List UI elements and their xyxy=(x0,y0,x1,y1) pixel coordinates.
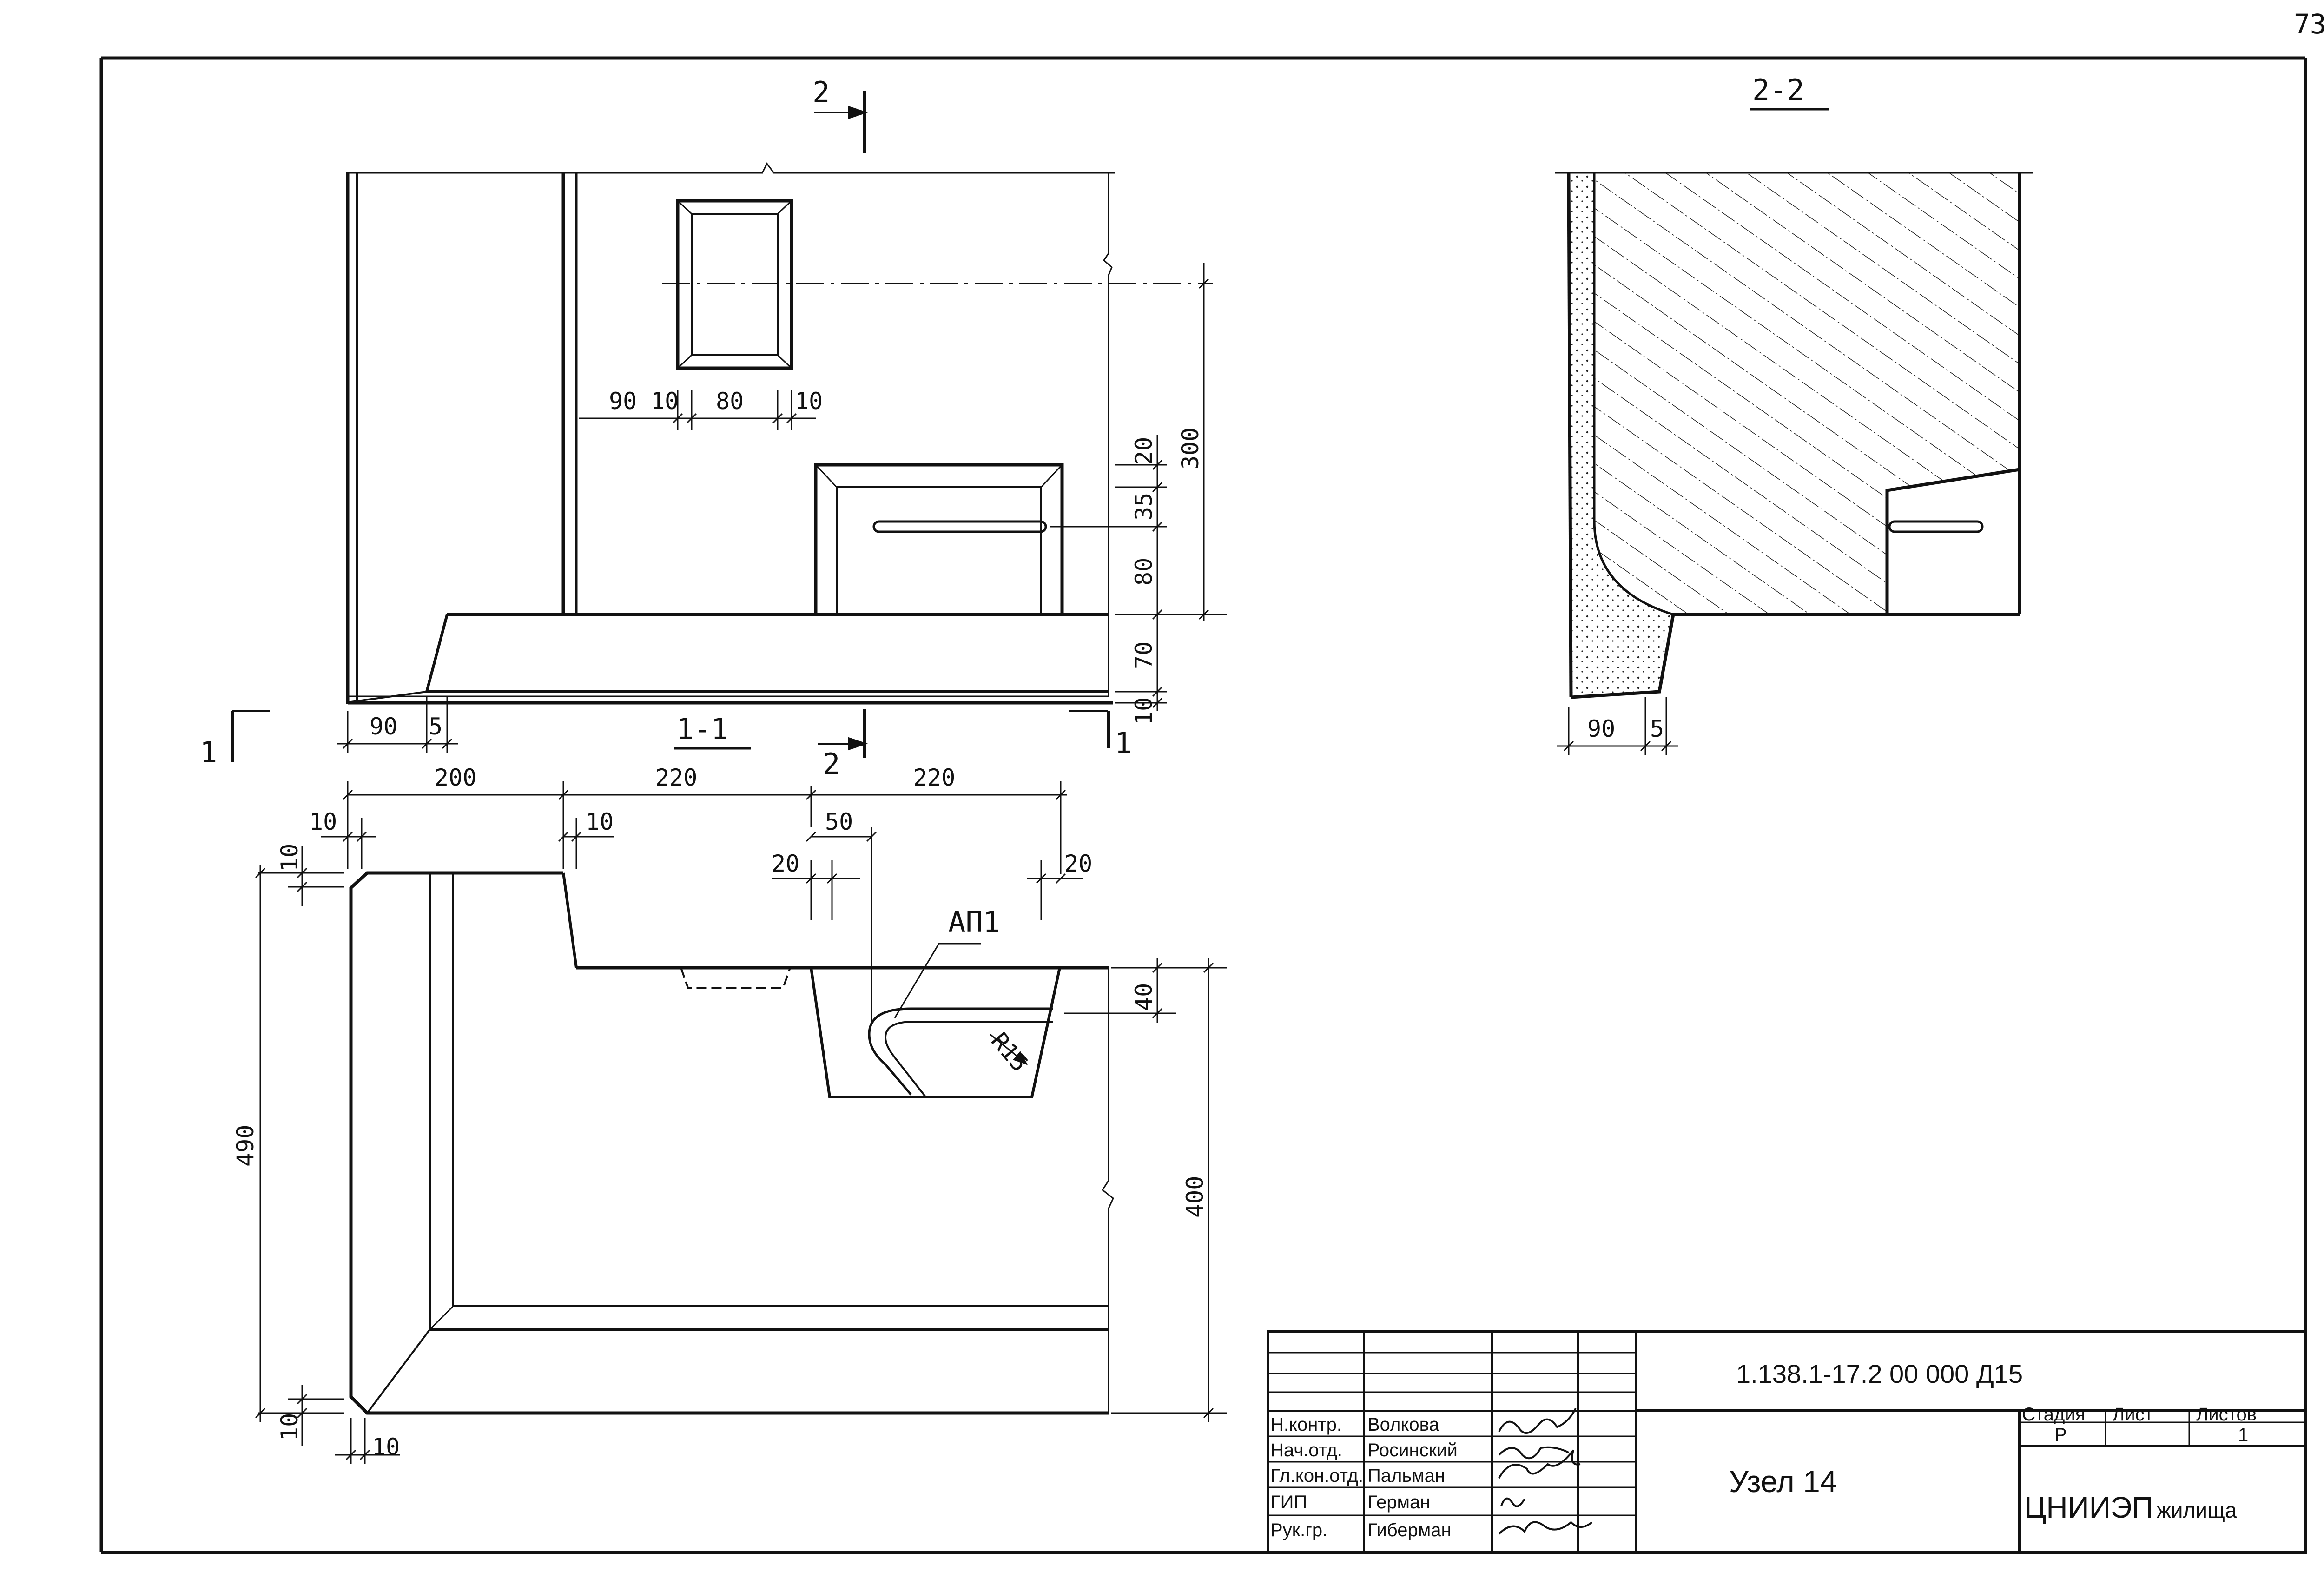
name-5: Гиберман xyxy=(1367,1520,1452,1540)
dim-200: 200 xyxy=(435,764,476,791)
dim-10: 10 xyxy=(651,388,679,415)
name-1: Волкова xyxy=(1367,1414,1439,1435)
section-mark-1-right: 1 xyxy=(1115,726,1132,760)
dim-20: 20 xyxy=(1064,850,1092,877)
section-mark-2-bottom: 2 xyxy=(823,747,840,781)
section-mark-2-top: 2 xyxy=(812,75,830,109)
dim-20: 20 xyxy=(772,850,799,877)
dim-10: 10 xyxy=(276,844,303,872)
drawing-code: 1.138.1-17.2 00 000 Д15 xyxy=(1736,1359,2023,1388)
view-elevation-dim-text: 90 10 80 10 20 35 80 70 10 300 90 5 xyxy=(370,388,1204,740)
dim-70: 70 xyxy=(1130,641,1157,669)
view-elevation-dims xyxy=(337,263,1227,753)
sheet-header: Лист xyxy=(2113,1404,2153,1425)
view-section-1-1 xyxy=(349,871,1114,1415)
dim-90: 90 xyxy=(1587,715,1615,742)
sheets-value: 1 xyxy=(2238,1425,2248,1445)
dim-220: 220 xyxy=(655,764,697,791)
name-2: Росинский xyxy=(1367,1440,1458,1460)
role-1: Н.контр. xyxy=(1270,1414,1342,1435)
role-4: ГИП xyxy=(1270,1492,1307,1513)
dim-10: 10 xyxy=(372,1433,400,1460)
dim-400: 400 xyxy=(1182,1176,1208,1218)
dim-5: 5 xyxy=(429,713,442,740)
role-2: Нач.отд. xyxy=(1270,1440,1342,1460)
dim-90: 90 xyxy=(609,388,637,415)
dim-10: 10 xyxy=(309,808,337,835)
view-elevation xyxy=(346,162,1213,705)
dim-20: 20 xyxy=(1130,437,1157,465)
org-main: ЦНИИЭП xyxy=(2024,1491,2153,1524)
section-mark-1-left: 1 xyxy=(200,735,217,769)
title-block xyxy=(1267,1330,2307,1554)
dim-220: 220 xyxy=(913,764,955,791)
section-title-2-2: 2-2 xyxy=(1752,73,1804,107)
dim-10: 10 xyxy=(1130,697,1157,725)
name-4: Герман xyxy=(1367,1492,1430,1513)
radius-label: R15 xyxy=(986,1027,1033,1077)
stage-header: Стадия xyxy=(2022,1404,2085,1425)
dim-300: 300 xyxy=(1177,428,1204,469)
view-section-2-2 xyxy=(1555,172,2034,755)
page-number: 73 xyxy=(2294,8,2324,40)
section-title-1-1: 1-1 xyxy=(676,712,728,746)
anchor-label-ap1: АП1 xyxy=(948,905,1000,939)
stage-value: Р xyxy=(2054,1425,2067,1445)
section-marks xyxy=(231,91,1110,762)
dim-90: 90 xyxy=(370,713,397,740)
name-3: Пальман xyxy=(1367,1466,1445,1486)
dim-80: 80 xyxy=(1130,558,1157,586)
dim-10: 10 xyxy=(276,1413,303,1441)
dim-5: 5 xyxy=(1650,715,1664,742)
dim-10: 10 xyxy=(795,388,823,415)
role-5: Рук.гр. xyxy=(1270,1520,1327,1540)
dim-35: 35 xyxy=(1130,493,1157,521)
signatures xyxy=(1498,1408,1593,1535)
role-3: Гл.кон.отд. xyxy=(1270,1466,1363,1486)
dim-80: 80 xyxy=(716,388,744,415)
view-section-1-1-dim-text: 200 220 220 10 10 50 20 20 10 490 40 400… xyxy=(232,764,1208,1460)
drawing-title: Узел 14 xyxy=(1729,1464,1837,1499)
dim-40: 40 xyxy=(1130,983,1157,1011)
title-block-text: 1.138.1-17.2 00 000 Д15 Узел 14 Стадия Л… xyxy=(1270,1359,2257,1540)
dim-50: 50 xyxy=(825,808,853,835)
org-sub: жилища xyxy=(2157,1498,2237,1522)
view-section-1-1-dims xyxy=(255,781,1227,1464)
dim-10: 10 xyxy=(586,808,614,835)
sheets-header: Листов xyxy=(2196,1404,2257,1425)
dim-490: 490 xyxy=(232,1125,259,1167)
